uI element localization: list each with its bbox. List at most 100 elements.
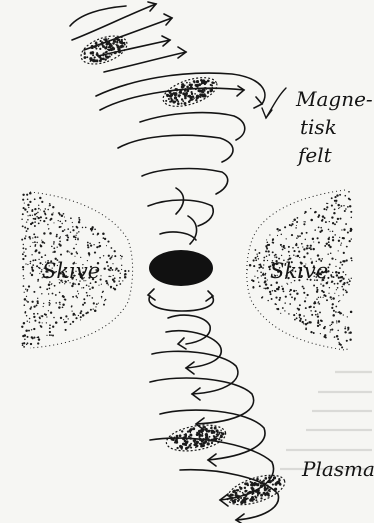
stipple-dot xyxy=(331,307,333,309)
stipple-dot xyxy=(257,277,259,279)
stipple-dot xyxy=(303,248,305,250)
stipple-dot xyxy=(76,244,77,245)
stipple-dot xyxy=(35,244,37,246)
stipple-dot xyxy=(339,267,341,269)
stipple-dot xyxy=(33,316,35,318)
stipple-dot xyxy=(246,482,249,485)
stipple-dot xyxy=(40,245,42,247)
stipple-dot xyxy=(259,285,261,287)
stipple-dot xyxy=(230,500,232,502)
stipple-dot xyxy=(214,427,217,430)
stipple-dot xyxy=(109,53,111,55)
stipple-dot xyxy=(199,443,201,445)
stipple-dot xyxy=(108,49,110,51)
stipple-dot xyxy=(40,220,41,221)
stipple-dot xyxy=(194,441,196,443)
stipple-dot xyxy=(267,260,268,261)
stipple-dot xyxy=(338,311,340,313)
stipple-dot xyxy=(305,221,306,222)
stipple-dot xyxy=(190,437,193,440)
stipple-dot xyxy=(267,244,269,246)
stipple-dot xyxy=(200,445,203,448)
stipple-dot xyxy=(264,280,266,282)
stipple-dot xyxy=(84,53,86,55)
stipple-dot xyxy=(64,299,65,300)
stipple-dot xyxy=(338,277,340,279)
stipple-dot xyxy=(105,299,107,301)
stipple-dot xyxy=(299,320,301,322)
stipple-dot xyxy=(124,276,127,279)
stipple-dot xyxy=(315,310,317,312)
stipple-dot xyxy=(95,306,96,307)
stipple-dot xyxy=(34,241,36,243)
stipple-dot xyxy=(275,254,277,256)
stipple-dot xyxy=(316,298,318,300)
stipple-dot xyxy=(64,283,65,284)
stipple-dot xyxy=(112,278,114,280)
stipple-dot xyxy=(249,264,252,267)
stipple-dot xyxy=(76,226,78,228)
stipple-dot xyxy=(339,194,341,196)
stipple-dot xyxy=(81,287,82,288)
stipple-dot xyxy=(297,247,299,249)
stipple-dot xyxy=(23,346,25,348)
stipple-dot xyxy=(264,277,266,279)
stipple-dot xyxy=(329,325,330,326)
stipple-dot xyxy=(37,236,39,238)
stipple-dot xyxy=(309,321,311,323)
stipple-dot xyxy=(348,279,349,280)
stipple-dot xyxy=(38,217,40,219)
stipple-dot xyxy=(236,489,238,491)
stipple-dot xyxy=(34,208,36,210)
stipple-dot xyxy=(322,215,324,217)
stipple-dot xyxy=(275,297,277,299)
stipple-dot xyxy=(333,310,335,312)
stipple-dot xyxy=(343,314,344,315)
stipple-dot xyxy=(36,216,37,217)
stipple-dot xyxy=(265,494,267,496)
stipple-dot xyxy=(271,298,273,300)
stipple-dot xyxy=(202,438,204,440)
plasma-blob-2 xyxy=(160,72,221,112)
stipple-dot xyxy=(306,252,308,254)
stipple-dot xyxy=(65,235,66,236)
stipple-dot xyxy=(340,312,342,314)
stipple-dot xyxy=(103,255,104,256)
stipple-dot xyxy=(186,86,189,89)
stipple-dot xyxy=(302,246,303,247)
stipple-dot xyxy=(75,283,76,284)
stipple-dot xyxy=(292,247,294,249)
stipple-dot xyxy=(274,488,277,491)
rotation-arrow xyxy=(148,289,213,311)
stipple-dot xyxy=(268,494,270,496)
stipple-dot xyxy=(172,438,175,441)
magnetic-field-label-line-2: tisk xyxy=(300,115,337,139)
stipple-dot xyxy=(26,315,27,316)
stipple-dot xyxy=(198,83,201,86)
stipple-dot xyxy=(332,297,335,300)
stipple-dot xyxy=(78,217,80,219)
stipple-dot xyxy=(32,215,33,216)
stipple-dot xyxy=(102,58,104,60)
stipple-dot xyxy=(103,38,105,40)
stipple-dot xyxy=(336,289,337,290)
stipple-dot xyxy=(331,299,332,300)
stipple-dot xyxy=(75,237,77,239)
magnetic-field-label-line-3: felt xyxy=(296,143,333,167)
stipple-dot xyxy=(347,316,348,317)
stipple-dot xyxy=(170,436,172,438)
stipple-dot xyxy=(34,221,36,223)
stipple-dot xyxy=(313,302,315,304)
stipple-dot xyxy=(297,255,299,257)
stipple-dot xyxy=(346,246,348,248)
stipple-dot xyxy=(30,343,32,345)
stipple-dot xyxy=(55,302,57,304)
stipple-dot xyxy=(39,267,41,269)
stipple-dot xyxy=(310,310,311,311)
stipple-dot xyxy=(284,302,285,303)
stipple-dot xyxy=(346,349,347,350)
stipple-dot xyxy=(317,325,319,327)
stipple-dot xyxy=(101,296,102,297)
stipple-dot xyxy=(43,306,44,307)
stipple-dot xyxy=(174,93,177,96)
